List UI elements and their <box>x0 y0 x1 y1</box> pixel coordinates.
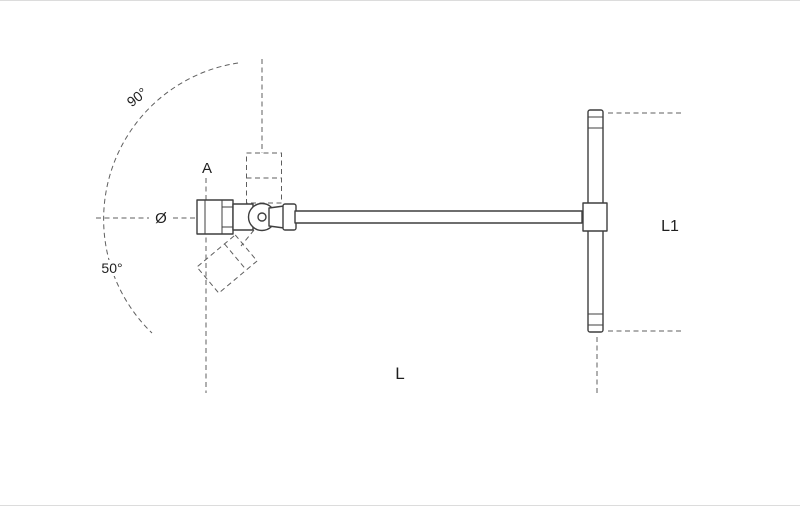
label-handle-length: L1 <box>661 218 679 235</box>
joint-pin <box>257 212 267 222</box>
wrench-drawing <box>196 109 608 333</box>
label-socket-size: A <box>202 160 212 177</box>
label-angle-50: 50° <box>101 260 122 276</box>
joint-yoke-right <box>268 205 285 229</box>
socket-rotated-down-outline <box>196 234 258 294</box>
joint-axis-dash <box>240 229 255 247</box>
socket-body <box>196 199 234 235</box>
label-overall-length: L <box>395 364 404 383</box>
handle-center-boss <box>582 202 608 232</box>
shaft <box>294 210 583 224</box>
label-diameter: Ø <box>155 210 167 227</box>
label-angle-50-mask <box>95 260 128 276</box>
swing-arc <box>103 62 239 334</box>
label-angle-90: 90° <box>124 84 151 110</box>
socket-rotated-down-divider <box>224 243 247 271</box>
shaft-collar <box>282 203 297 231</box>
